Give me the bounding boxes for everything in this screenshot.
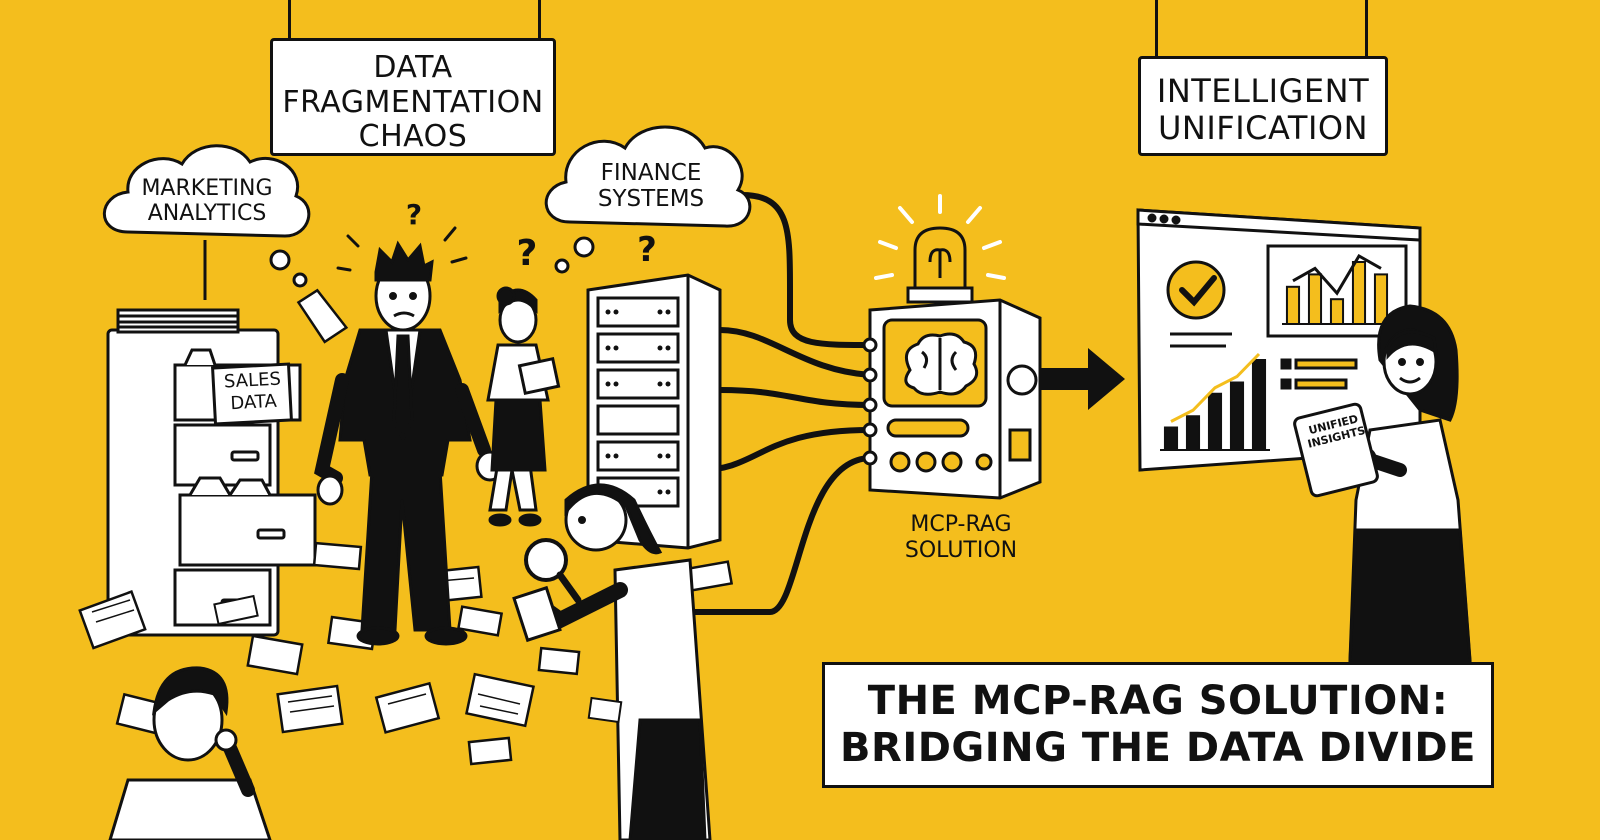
title-line-1: THE MCP-RAG SOLUTION: (867, 677, 1449, 724)
sales-data-tag (211, 362, 293, 426)
glow-rays (874, 194, 1006, 280)
cable-finance (739, 192, 873, 348)
machine-label-line-1: MCP-RAG (910, 512, 1012, 537)
lightbulb-icon (906, 226, 974, 304)
sign-hanger-right-2 (1365, 0, 1368, 58)
marketing-cloud-line-1: MARKETING (141, 176, 273, 201)
sales-data-label: SALES DATA (213, 368, 293, 415)
machine-label-line-2: SOLUTION (904, 538, 1018, 564)
thinking-man (108, 666, 272, 840)
marketing-cloud-label: MARKETING ANALYTICS (112, 176, 302, 227)
server-rack (586, 273, 722, 550)
machine-label: MCP-RAG SOLUTION (876, 512, 1046, 565)
question-mark-icon: ? (637, 230, 657, 270)
trend-line (1170, 352, 1261, 423)
title-banner: THE MCP-RAG SOLUTION: BRIDGING THE DATA … (822, 662, 1494, 788)
magnifying-glass-icon (524, 538, 582, 604)
thought-bubbles-left (269, 249, 308, 288)
finance-cloud-label: FINANCE SYSTEMS (558, 160, 744, 213)
cable-server-2 (717, 387, 873, 408)
stress-lines (336, 226, 468, 272)
sign-hanger-right-1 (1155, 0, 1158, 58)
finance-cloud-line-1: FINANCE (600, 160, 702, 186)
brain-icon (904, 332, 979, 396)
solution-sign: INTELLIGENT UNIFICATION (1138, 56, 1388, 156)
sign-hanger-left-2 (538, 0, 541, 40)
sales-data-line-1: SALES (223, 368, 282, 393)
thought-bubbles-right (554, 236, 595, 274)
stressed-man (314, 240, 505, 646)
finance-cloud-line-2: SYSTEMS (597, 186, 705, 213)
cable-server-1 (717, 327, 873, 378)
chart-bar (1351, 261, 1367, 325)
sign-hanger-left-1 (288, 0, 291, 40)
cable-searcher (687, 455, 873, 615)
marketing-cloud-shape (102, 144, 311, 238)
problem-sign-line-1: DATA (373, 50, 453, 85)
dashboard-list (1280, 358, 1358, 390)
paper-lines (91, 577, 521, 715)
chart-bar (1285, 285, 1301, 325)
sales-data-line-2: DATA (229, 390, 278, 414)
problem-sign: DATA FRAGMENTATION CHAOS (270, 38, 556, 156)
mini-bar-chart (1282, 253, 1392, 326)
mcp-rag-machine (862, 298, 1042, 500)
chart-bar (1163, 426, 1179, 451)
main-bar-chart (1160, 352, 1270, 451)
searching-woman (512, 483, 712, 840)
chart-bar (1207, 392, 1223, 451)
floor-clutter (213, 594, 623, 724)
chart-bar (1373, 273, 1389, 325)
insights-tablet (1293, 402, 1379, 498)
trend-line (1292, 253, 1382, 296)
title-line-2: BRIDGING THE DATA DIVIDE (840, 725, 1476, 771)
solution-sign-line-2: UNIFICATION (1158, 108, 1368, 147)
finance-cloud-shape (544, 125, 752, 228)
arrow-right-icon (1040, 348, 1125, 410)
chart-bar (1185, 415, 1201, 451)
question-mark-icon: ? (516, 233, 538, 274)
question-mark-icon: ? (405, 198, 423, 231)
marketing-cloud-line-2: ANALYTICS (147, 201, 267, 227)
problem-sign-line-3: CHAOS (358, 119, 468, 154)
problem-sign-line-2: FRAGMENTATION (282, 84, 544, 120)
chart-bar (1229, 381, 1245, 451)
solution-sign-line-1: INTELLIGENT (1156, 72, 1370, 110)
chart-bar (1329, 298, 1345, 326)
woman-with-clipboard (486, 286, 561, 527)
chart-bar (1251, 359, 1267, 451)
checkmark-icon (1166, 260, 1232, 348)
filing-cabinet (106, 308, 317, 637)
chart-bar (1307, 273, 1323, 325)
